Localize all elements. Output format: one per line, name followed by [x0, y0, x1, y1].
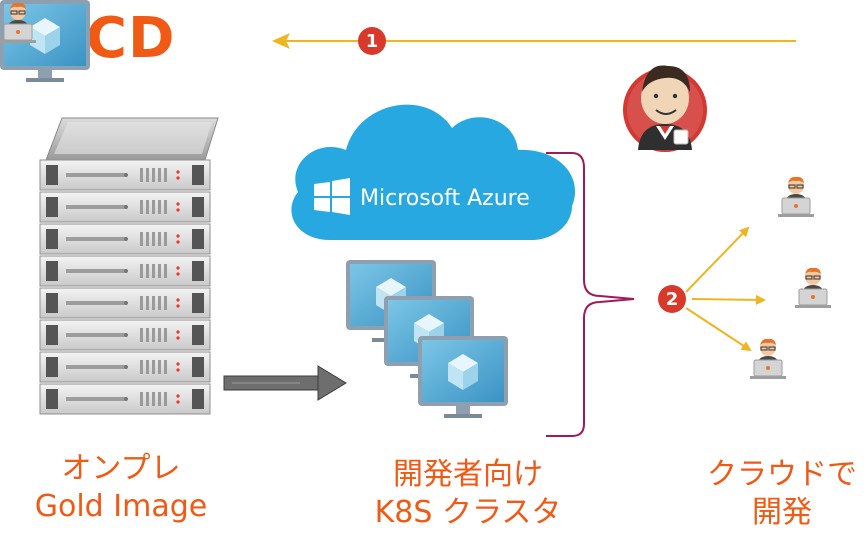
- onprem-caption: オンプレ Gold Image: [6, 450, 236, 526]
- cluster-bracket: [546, 152, 635, 437]
- cicd-feedback-arrow: [272, 33, 796, 49]
- step-2-badge: 2: [658, 285, 686, 313]
- developer-icon: [0, 2, 832, 380]
- server-rack-icon: [39, 117, 219, 415]
- step-1-badge: 1: [358, 27, 386, 55]
- jenkins-logo: [623, 65, 707, 152]
- windows-logo-icon: [314, 178, 350, 215]
- distribution-arrows: [685, 226, 766, 352]
- onprem-caption-line-1: オンプレ: [61, 451, 181, 486]
- cloud-dev-caption-line-2: 開発: [752, 495, 812, 530]
- migration-arrow-icon: [223, 365, 347, 401]
- microsoft-azure-cloud-icon: Microsoft Azure: [291, 104, 576, 240]
- onprem-caption-line-2: Gold Image: [34, 489, 208, 524]
- k8s-caption-line-2: K8S クラスタ: [374, 495, 562, 530]
- azure-brand-label: Microsoft Azure: [360, 186, 530, 211]
- step-2-number: 2: [666, 289, 679, 310]
- k8s-caption: 開発者向け K8S クラスタ: [350, 456, 586, 532]
- step-1-number: 1: [366, 31, 379, 52]
- cloud-dev-caption-line-1: クラウドで: [707, 457, 857, 492]
- cloud-dev-caption: クラウドで 開発: [700, 456, 864, 532]
- k8s-caption-line-1: 開発者向け: [393, 457, 543, 492]
